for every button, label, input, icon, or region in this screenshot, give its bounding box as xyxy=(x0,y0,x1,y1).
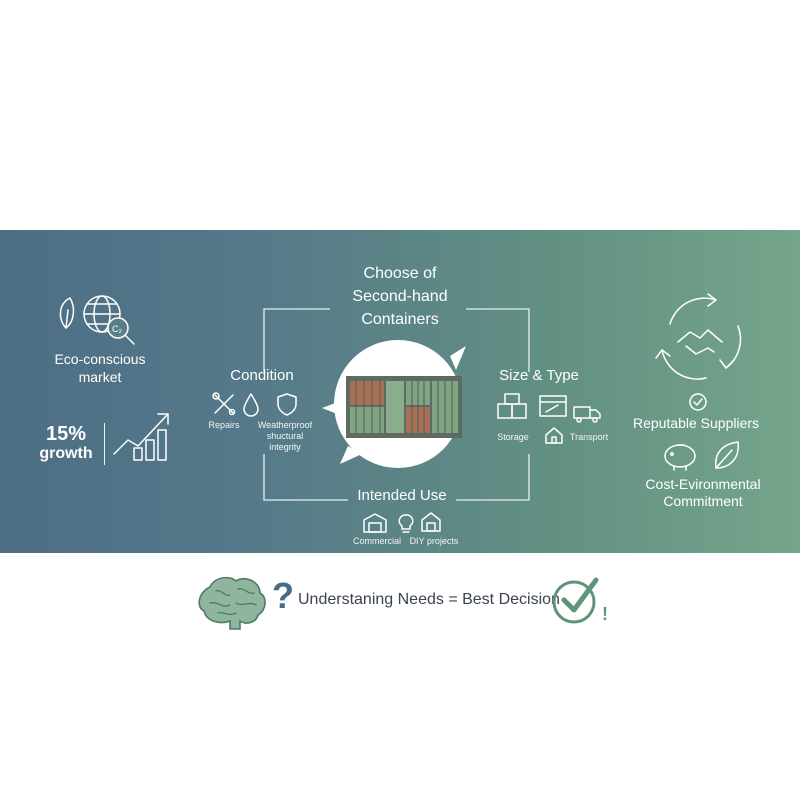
commitment-line-2: Commitment xyxy=(663,493,743,509)
weatherproof-label: Weatherproof shuctural integrity xyxy=(252,420,318,453)
check-circle-icon xyxy=(689,393,707,411)
commitment-line-1: Cost-Evironmental xyxy=(645,476,761,492)
growth-chart-icon xyxy=(113,413,169,461)
check-mark-icon xyxy=(552,577,599,624)
growth-value: 15% xyxy=(45,423,87,445)
suppliers-title: Reputable Suppliers xyxy=(632,415,760,431)
title-line-1: Choose of xyxy=(363,265,437,282)
diy-label: DIY projects xyxy=(409,536,459,546)
diagram-title: Choose of Second-hand Containers xyxy=(320,262,480,331)
title-line-2: Second-hand xyxy=(352,288,448,305)
svg-text:C₂: C₂ xyxy=(112,324,122,334)
growth-label: growth xyxy=(39,445,93,462)
transport-label: Transport xyxy=(569,432,609,442)
commitment-label: Cost-Evironmental Commitment xyxy=(628,476,778,510)
globe-leaf-search-icon: C₂ xyxy=(59,295,135,345)
weatherproof-line: Weatherproof xyxy=(257,420,313,430)
house-icon xyxy=(545,427,563,444)
house-tools-icon xyxy=(421,512,441,532)
shield-icon xyxy=(277,393,297,416)
warehouse-icon xyxy=(363,513,387,533)
eco-market-line-1: Eco-conscious xyxy=(54,351,146,367)
brain-icon xyxy=(198,576,266,630)
size-type-title: Size & Type xyxy=(499,367,579,384)
handshake-cycle-icon xyxy=(655,293,742,380)
commercial-label: Commercial xyxy=(352,536,401,546)
wrench-screwdriver-icon xyxy=(212,392,236,416)
intended-use-title: Intended Use xyxy=(357,487,447,504)
eco-market-line-2: market xyxy=(78,369,122,385)
storage-boxes-icon xyxy=(497,393,527,419)
structural-line: shuctural xyxy=(266,431,304,441)
bottom-message: Understaning Needs = Best Decision xyxy=(298,591,560,608)
lightbulb-icon xyxy=(398,514,414,533)
eco-market-label: Eco-conscious market xyxy=(40,350,160,386)
growth-divider xyxy=(104,423,105,465)
truck-icon xyxy=(573,406,601,423)
storage-label: Storage xyxy=(497,432,529,442)
question-mark: ? xyxy=(272,575,294,616)
exclamation-mark: ! xyxy=(602,604,608,624)
repairs-label: Repairs xyxy=(208,420,240,430)
water-drop-icon xyxy=(243,393,259,417)
piggy-bank-icon xyxy=(664,444,696,471)
integrity-line: integrity xyxy=(269,442,301,452)
leaf-icon xyxy=(714,441,739,469)
condition-title: Condition xyxy=(230,367,294,384)
shipping-container-icon xyxy=(346,376,462,438)
title-line-3: Containers xyxy=(361,311,439,328)
container-blueprint-icon xyxy=(539,395,567,417)
